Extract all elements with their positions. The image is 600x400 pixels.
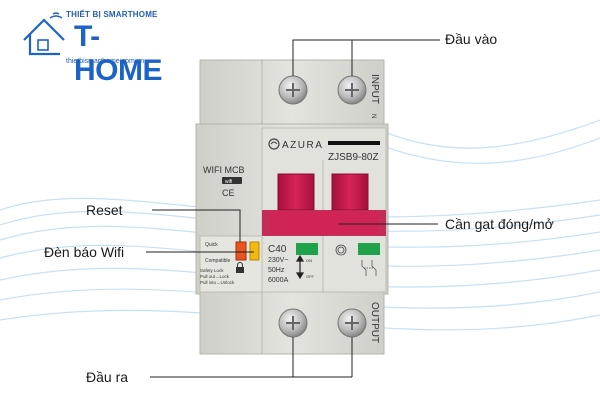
device-brand: AZURA — [282, 140, 323, 151]
input-n-text: N — [370, 114, 376, 118]
output-text: OUTPUT — [369, 302, 380, 343]
output-terminal-screw-2 — [337, 308, 367, 338]
logo-tagline: THIẾT BỊ SMARTHOME — [66, 10, 158, 19]
wifi-tag: wifi — [225, 179, 232, 185]
label-input: Đầu vào — [445, 31, 498, 47]
lever-right[interactable] — [331, 173, 369, 211]
t-home-logo-icon — [23, 12, 65, 56]
label-lever: Cần gạt đóng/mở — [445, 216, 554, 232]
wifi-led-indicator — [249, 241, 260, 261]
input-text: INPUT — [369, 74, 380, 104]
reset-button[interactable] — [235, 241, 247, 261]
logo-url: thietbismarthome.com.vn — [66, 58, 145, 65]
model-bar — [328, 141, 380, 145]
freq-text: 50Hz — [268, 267, 285, 274]
on-indicator-left — [296, 243, 318, 255]
label-reset: Reset — [86, 202, 123, 218]
wifi-tag-badge — [222, 177, 242, 184]
updown-arrow-icon — [295, 254, 305, 280]
ce-mark: CE — [222, 188, 235, 198]
capacity-text: 6000A — [268, 277, 289, 284]
lever-left[interactable] — [277, 173, 315, 211]
brand-logo: THIẾT BỊ SMARTHOME T-HOME thietbismartho… — [18, 8, 178, 87]
lock-text-2: Pull out→Lock — [200, 274, 230, 279]
on-text: ON — [306, 258, 312, 263]
rating-text: C40 — [268, 244, 287, 255]
label-wifi-led: Đèn báo Wifi — [44, 244, 125, 260]
compatible-text: Compatible — [205, 258, 231, 264]
azura-logo-icon — [268, 138, 280, 150]
lock-icon — [236, 262, 244, 273]
lock-text-3: Pull into→Unlock — [200, 280, 235, 285]
quick-text: Quick — [205, 242, 218, 248]
label-output: Đầu ra — [86, 369, 129, 385]
certification-icon — [335, 244, 347, 256]
on-indicator-right — [358, 243, 380, 255]
device-model: ZJSB9-80Z — [328, 152, 379, 163]
logo-brand: T-HOME — [74, 20, 163, 87]
output-terminal-screw-1 — [278, 308, 308, 338]
voltage-text: 230V~ — [268, 257, 288, 264]
circuit-diagram-icon — [361, 260, 377, 276]
input-terminal-screw-2 — [337, 75, 367, 105]
off-text: OFF — [306, 274, 315, 279]
leader-lines — [146, 39, 440, 378]
input-terminal-screw-1 — [278, 75, 308, 105]
mcb-label: WIFI MCB — [203, 165, 245, 175]
lock-text-1: Safety Lock — [200, 268, 224, 273]
